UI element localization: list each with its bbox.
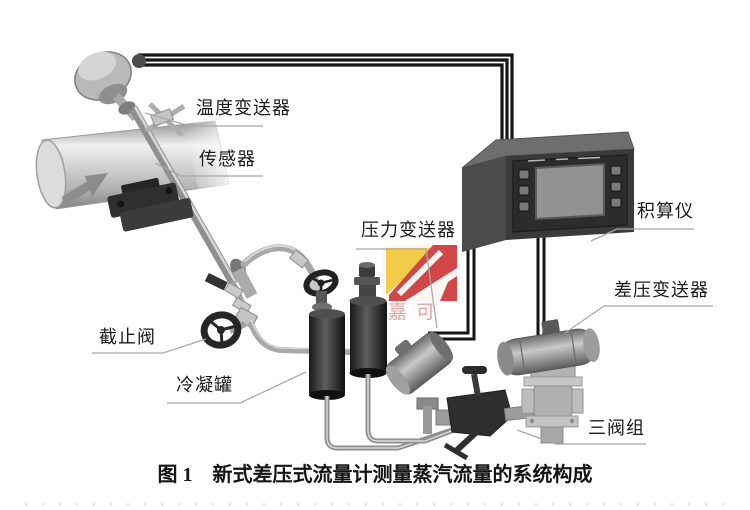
clipped-next-line-artifact [25, 503, 725, 506]
totalizer-buttons [518, 165, 622, 212]
leader-line-sensor [154, 162, 263, 177]
pressure-transmitter-device [385, 331, 454, 434]
temperature-transmitter-device [74, 51, 146, 122]
signal-cable-pressure [428, 246, 476, 341]
pipe-fade [185, 118, 240, 190]
condensate-pot-2 [349, 262, 387, 378]
leader-line-condensate-pot [167, 371, 307, 404]
leader-line-totalizer [590, 228, 694, 242]
label-three-valve-manifold: 三阀组 [588, 418, 645, 438]
three-valve-manifold-device [435, 366, 535, 461]
watermark-logo-gap [396, 249, 444, 297]
label-totalizer: 积算仪 [637, 201, 694, 221]
leader-line-stop-valve [92, 338, 207, 354]
cable-connector [132, 54, 146, 68]
label-stop-valve: 截止阀 [99, 327, 156, 347]
label-temperature-transmitter: 温度变送器 [196, 98, 291, 118]
totalizer-header-text [527, 156, 601, 162]
leader-line-temperature-transmitter [144, 112, 263, 127]
figure-caption: 图 1 新式差压式流量计测量蒸汽流量的系统构成 [0, 458, 750, 487]
figure-caption-text: 新式差压式流量计测量蒸汽流量的系统构成 [212, 464, 593, 486]
watermark-logo-red-tail-icon [440, 276, 457, 301]
leader-line-pressure-transmitter [356, 248, 438, 329]
dp-transmitter-device [497, 319, 600, 444]
condensate-pot-1 [303, 269, 345, 400]
watermark-logo [383, 245, 457, 302]
sensor-rod [107, 102, 258, 299]
label-condensate-pot: 冷凝罐 [176, 375, 233, 395]
dp-transmitter-cylinder [497, 319, 600, 376]
totalizer-display [535, 162, 605, 221]
totalizer-device [461, 131, 635, 252]
leader-line-three-valve-manifold [516, 429, 646, 445]
label-pressure-transmitter: 压力变送器 [361, 220, 456, 240]
label-sensor: 传感器 [199, 149, 256, 169]
stop-valve-device [200, 311, 247, 349]
rod-end-fitting [204, 273, 228, 291]
impulse-loop-pipes [324, 374, 473, 451]
pipe-clamp [107, 178, 194, 232]
impulse-piping [200, 244, 473, 451]
flow-arrow-icon [61, 173, 108, 205]
watermark-brand-text: 嘉可 [388, 302, 445, 323]
label-dp-transmitter: 差压变送器 [614, 280, 709, 300]
leader-line-dp-transmitter [564, 305, 713, 334]
figure-caption-number: 图 1 [157, 464, 193, 486]
signal-cable-temperature [138, 53, 514, 152]
